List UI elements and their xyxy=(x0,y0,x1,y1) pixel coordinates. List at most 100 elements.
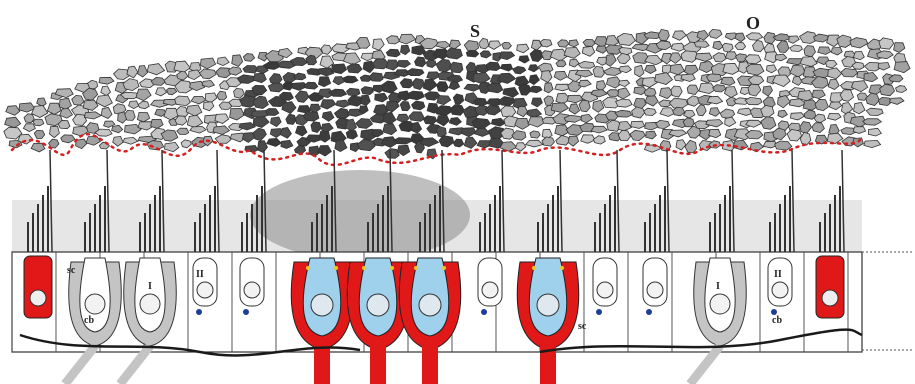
otoconium xyxy=(375,93,388,102)
otoconium xyxy=(359,106,368,113)
otoconium xyxy=(631,121,645,128)
otoconium xyxy=(295,91,309,103)
otoconium xyxy=(369,73,383,82)
bouton xyxy=(481,309,487,315)
otoconium xyxy=(449,40,460,49)
otoconium xyxy=(894,43,905,53)
otoconium xyxy=(618,88,630,99)
otoconium xyxy=(827,133,843,143)
otoconium xyxy=(767,65,777,73)
otoconium xyxy=(446,48,463,59)
otoconium xyxy=(519,56,529,63)
otoconium xyxy=(243,54,254,62)
otoconium xyxy=(687,96,700,107)
otoconium xyxy=(696,105,706,116)
otoconium xyxy=(517,107,528,117)
otoconium xyxy=(156,88,167,96)
nucleus xyxy=(822,290,838,306)
otoconium xyxy=(684,111,696,119)
otoconium xyxy=(866,93,880,105)
otoconium xyxy=(763,86,773,96)
label-type-i-right: I xyxy=(716,282,720,292)
otoconium xyxy=(213,126,230,135)
hair-cell xyxy=(816,150,844,318)
hair-cell-body-red xyxy=(816,256,844,318)
otoconium xyxy=(617,33,635,45)
otoconium xyxy=(138,101,149,109)
otoconium xyxy=(304,82,317,89)
otoconium xyxy=(583,39,595,46)
otoconium xyxy=(449,82,460,89)
bouton xyxy=(196,309,202,315)
otoconium xyxy=(175,96,191,106)
synapse xyxy=(560,266,564,270)
nucleus xyxy=(537,294,559,316)
otoconium xyxy=(615,110,632,117)
otoconium xyxy=(167,88,177,95)
otoconium xyxy=(542,137,555,146)
otoconium xyxy=(61,135,75,143)
hair-cell-body-red xyxy=(24,256,52,318)
otoconium xyxy=(879,38,894,49)
otoconium xyxy=(722,43,733,52)
otoconium xyxy=(464,137,477,148)
otoconium xyxy=(725,117,736,126)
label-type-ii-right: II xyxy=(774,270,782,280)
otoconium xyxy=(436,42,450,49)
otoconium xyxy=(695,53,712,61)
otoconium xyxy=(101,107,112,118)
otoconium xyxy=(37,98,47,107)
otoconium xyxy=(773,34,790,41)
otoconium xyxy=(372,130,383,137)
otoconium xyxy=(866,108,883,115)
otoconium xyxy=(746,33,763,40)
otoconium xyxy=(532,98,543,107)
striola-shadow xyxy=(250,170,470,260)
otoconium xyxy=(412,101,425,110)
bouton xyxy=(596,309,602,315)
otoconium xyxy=(713,53,726,62)
otoconium xyxy=(604,67,622,75)
otoconial-layer xyxy=(4,29,910,159)
otoconium xyxy=(165,142,179,151)
otoconium xyxy=(271,117,282,127)
otoconium xyxy=(656,41,671,50)
otoconium xyxy=(88,80,98,88)
otoconium xyxy=(397,61,411,68)
synapse xyxy=(362,266,366,270)
otoconium xyxy=(480,51,491,58)
nerve-fiber-red xyxy=(370,345,386,384)
otoconium xyxy=(618,131,630,141)
otoconium xyxy=(863,119,882,126)
otoconium xyxy=(232,55,243,67)
otoconium xyxy=(112,125,123,133)
otoconium xyxy=(356,119,373,129)
otoconium xyxy=(513,66,526,73)
otoconium xyxy=(723,63,740,74)
otoconium xyxy=(394,138,413,145)
otoconium xyxy=(123,137,138,144)
otoconium xyxy=(187,115,202,127)
otoconium xyxy=(761,117,776,130)
otoconium xyxy=(86,137,100,146)
otoconium xyxy=(321,100,336,109)
otoconium xyxy=(229,67,242,75)
otoconium xyxy=(23,124,35,132)
otoconium xyxy=(453,139,464,147)
sensory-epithelium xyxy=(12,150,862,384)
nucleus xyxy=(197,282,213,298)
otoconium xyxy=(864,72,878,81)
otoconium xyxy=(499,97,516,106)
otoconium xyxy=(200,58,215,69)
otoconium xyxy=(177,128,189,134)
otoconium xyxy=(151,119,164,128)
otoconium xyxy=(713,41,723,50)
nucleus xyxy=(244,282,260,298)
otoconium xyxy=(606,54,616,66)
otoconium xyxy=(569,40,579,47)
otoconium xyxy=(318,68,334,76)
label-outer-zone: O xyxy=(746,14,760,32)
otoconium xyxy=(619,80,630,86)
otoconium xyxy=(253,116,269,127)
